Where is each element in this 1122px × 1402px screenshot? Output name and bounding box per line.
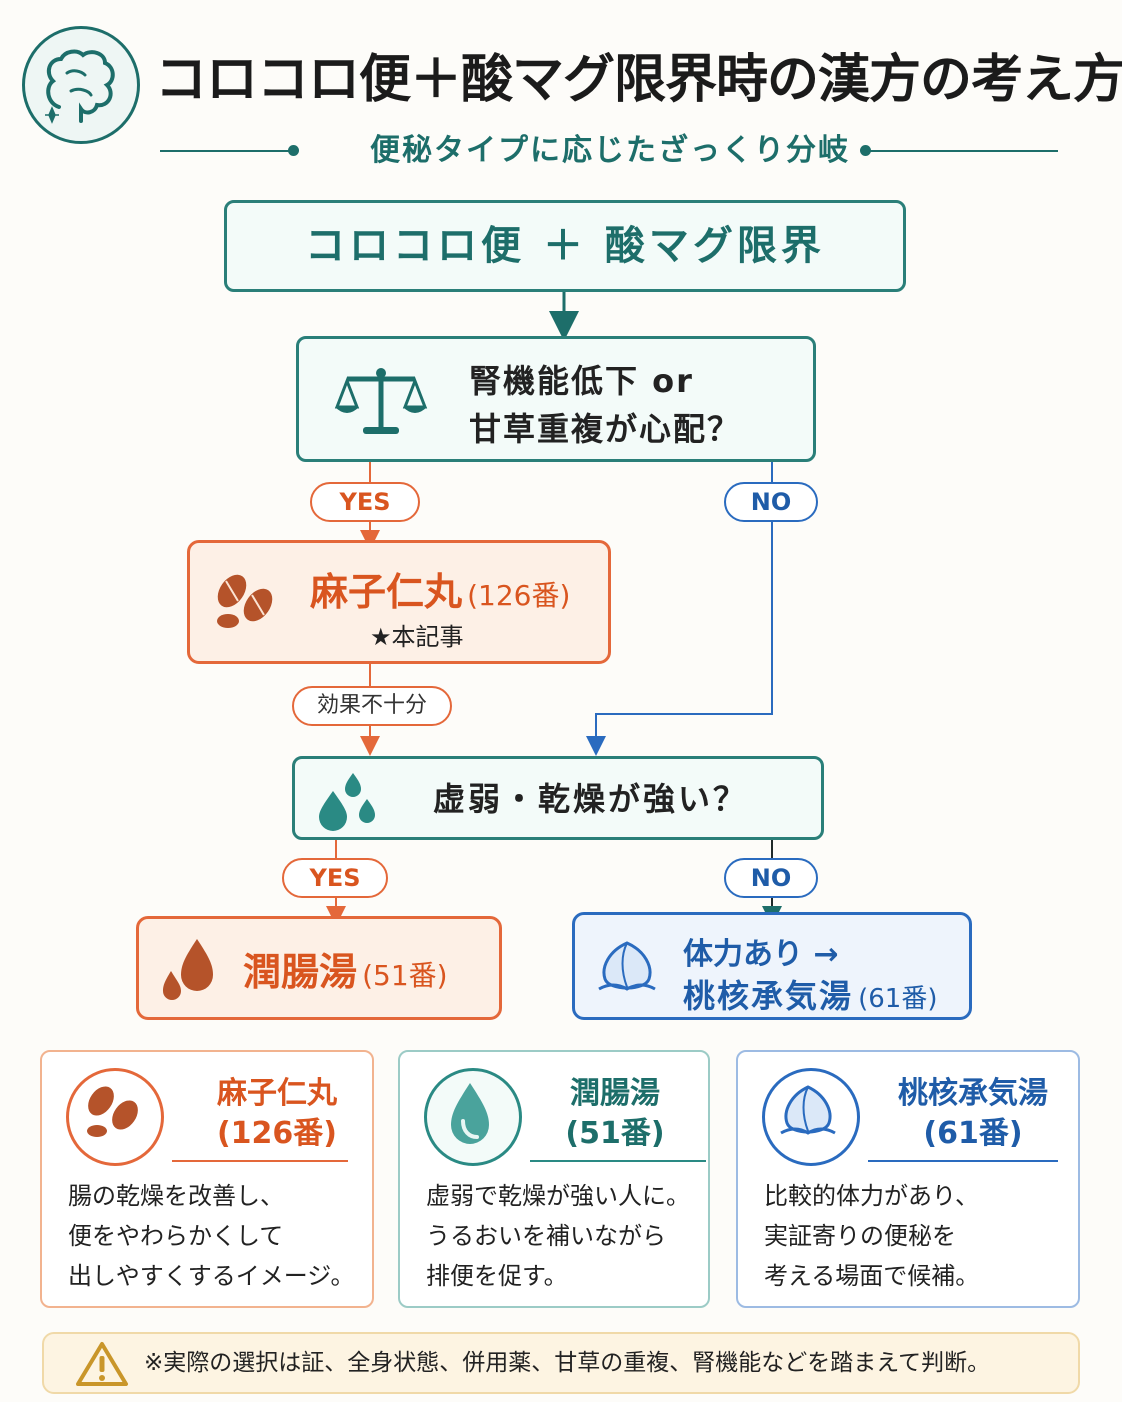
no-label-1: NO [724,482,818,522]
card-junchoto: 潤腸湯 (51番) 虚弱で乾燥が強い人に。 うるおいを補いながら 排便を促す。 [398,1050,710,1308]
result-mashiningan: 麻子仁丸 (126番) ★本記事 [187,540,611,664]
subtitle-dot-left [288,145,299,156]
result-number: (61番) [858,984,938,1014]
subtitle-row: 便秘タイプに応じたざっくり分岐 [160,128,1060,174]
card-desc-line: 虚弱で乾燥が強い人に。 [426,1182,690,1210]
card-desc-line: 実証寄りの便秘を [764,1222,956,1250]
card-desc-line: 比較的体力があり、 [764,1182,980,1210]
question-text: 虚弱・乾燥が強い？ [433,780,749,818]
card-number: (61番) [923,1116,1023,1151]
insufficient-label: 効果不十分 [292,686,452,726]
result-name: 潤腸湯 [243,950,358,994]
card-name: 潤腸湯 (51番) [520,1074,710,1154]
card-desc-line: 考える場面で候補。 [764,1262,980,1290]
yes-label-2: YES [282,858,388,898]
card-divider [868,1160,1058,1162]
this-article-note: ★本記事 [370,623,464,651]
arrow-q1-no [586,462,773,756]
warning-icon [76,1342,128,1386]
result-junchoto: 潤腸湯 (51番) [136,916,502,1020]
subtitle-dot-right [860,145,871,156]
card-name: 麻子仁丸 (126番) [172,1074,382,1154]
card-tokakujokito: 桃核承気湯 (61番) 比較的体力があり、 実証寄りの便秘を 考える場面で候補。 [736,1050,1080,1308]
card-name-text: 桃核承気湯 [898,1076,1048,1111]
peach-icon [762,1068,860,1166]
page-subtitle: 便秘タイプに応じたざっくり分岐 [370,133,850,168]
card-name-text: 潤腸湯 [570,1076,660,1111]
oil-drops-icon [163,939,213,1000]
card-divider [530,1160,706,1162]
card-desc-line: 便をやわらかくして [68,1222,284,1250]
card-number: (126番) [216,1116,338,1151]
question-line-2: 甘草重複が心配？ [469,410,742,448]
result-number: (51番) [362,959,448,992]
result-name: 桃核承気湯 [683,977,854,1015]
strong-constitution-label: 体力あり → [683,937,839,972]
peach-icon [598,941,656,991]
card-number: (51番) [565,1116,665,1151]
yes-label-1: YES [310,482,420,522]
card-divider [172,1160,348,1162]
subtitle-divider-left [160,150,292,152]
card-desc-line: 排便を促す。 [426,1262,568,1290]
caution-note: ※実際の選択は証、全身状態、併用薬、甘草の重複、腎機能などを踏まえて判断。 [42,1332,1080,1394]
intestine-icon [22,26,140,144]
water-drop-icon [424,1068,522,1166]
caution-text: ※実際の選択は証、全身状態、併用薬、甘草の重複、腎機能などを踏まえて判断。 [144,1350,991,1376]
question-kidney-licorice: 腎機能低下 or 甘草重複が心配？ [296,336,816,462]
question-weak-dry: 虚弱・乾燥が強い？ [292,756,824,840]
seeds-icon [217,574,273,628]
no-label-2: NO [724,858,818,898]
card-name: 桃核承気湯 (61番) [868,1074,1078,1154]
card-mashiningan: 麻子仁丸 (126番) 腸の乾燥を改善し、 便をやわらかくして 出しやすくするイ… [40,1050,374,1308]
page-title: コロコロ便＋酸マグ限界時の漢方の考え方 [155,50,1122,110]
card-desc-line: 腸の乾燥を改善し、 [68,1182,284,1210]
subtitle-divider-right [868,150,1058,152]
result-number: (126番) [467,579,571,612]
balance-scale-icon [334,368,428,434]
result-tokakujokito: 体力あり → 桃核承気湯 (61番) [572,912,972,1020]
seeds-icon [66,1068,164,1166]
result-name: 麻子仁丸 [310,570,463,614]
question-line-1: 腎機能低下 or [469,362,694,400]
card-desc-line: 出しやすくするイメージ。 [68,1262,355,1290]
water-drops-icon [319,773,375,831]
card-description: 虚弱で乾燥が強い人に。 うるおいを補いながら 排便を促す。 [426,1176,690,1296]
card-desc-line: うるおいを補いながら [426,1222,666,1250]
card-name-text: 麻子仁丸 [217,1076,337,1111]
card-description: 腸の乾燥を改善し、 便をやわらかくして 出しやすくするイメージ。 [68,1176,355,1296]
start-box: コロコロ便 ＋ 酸マグ限界 [224,200,906,292]
card-description: 比較的体力があり、 実証寄りの便秘を 考える場面で候補。 [764,1176,979,1296]
